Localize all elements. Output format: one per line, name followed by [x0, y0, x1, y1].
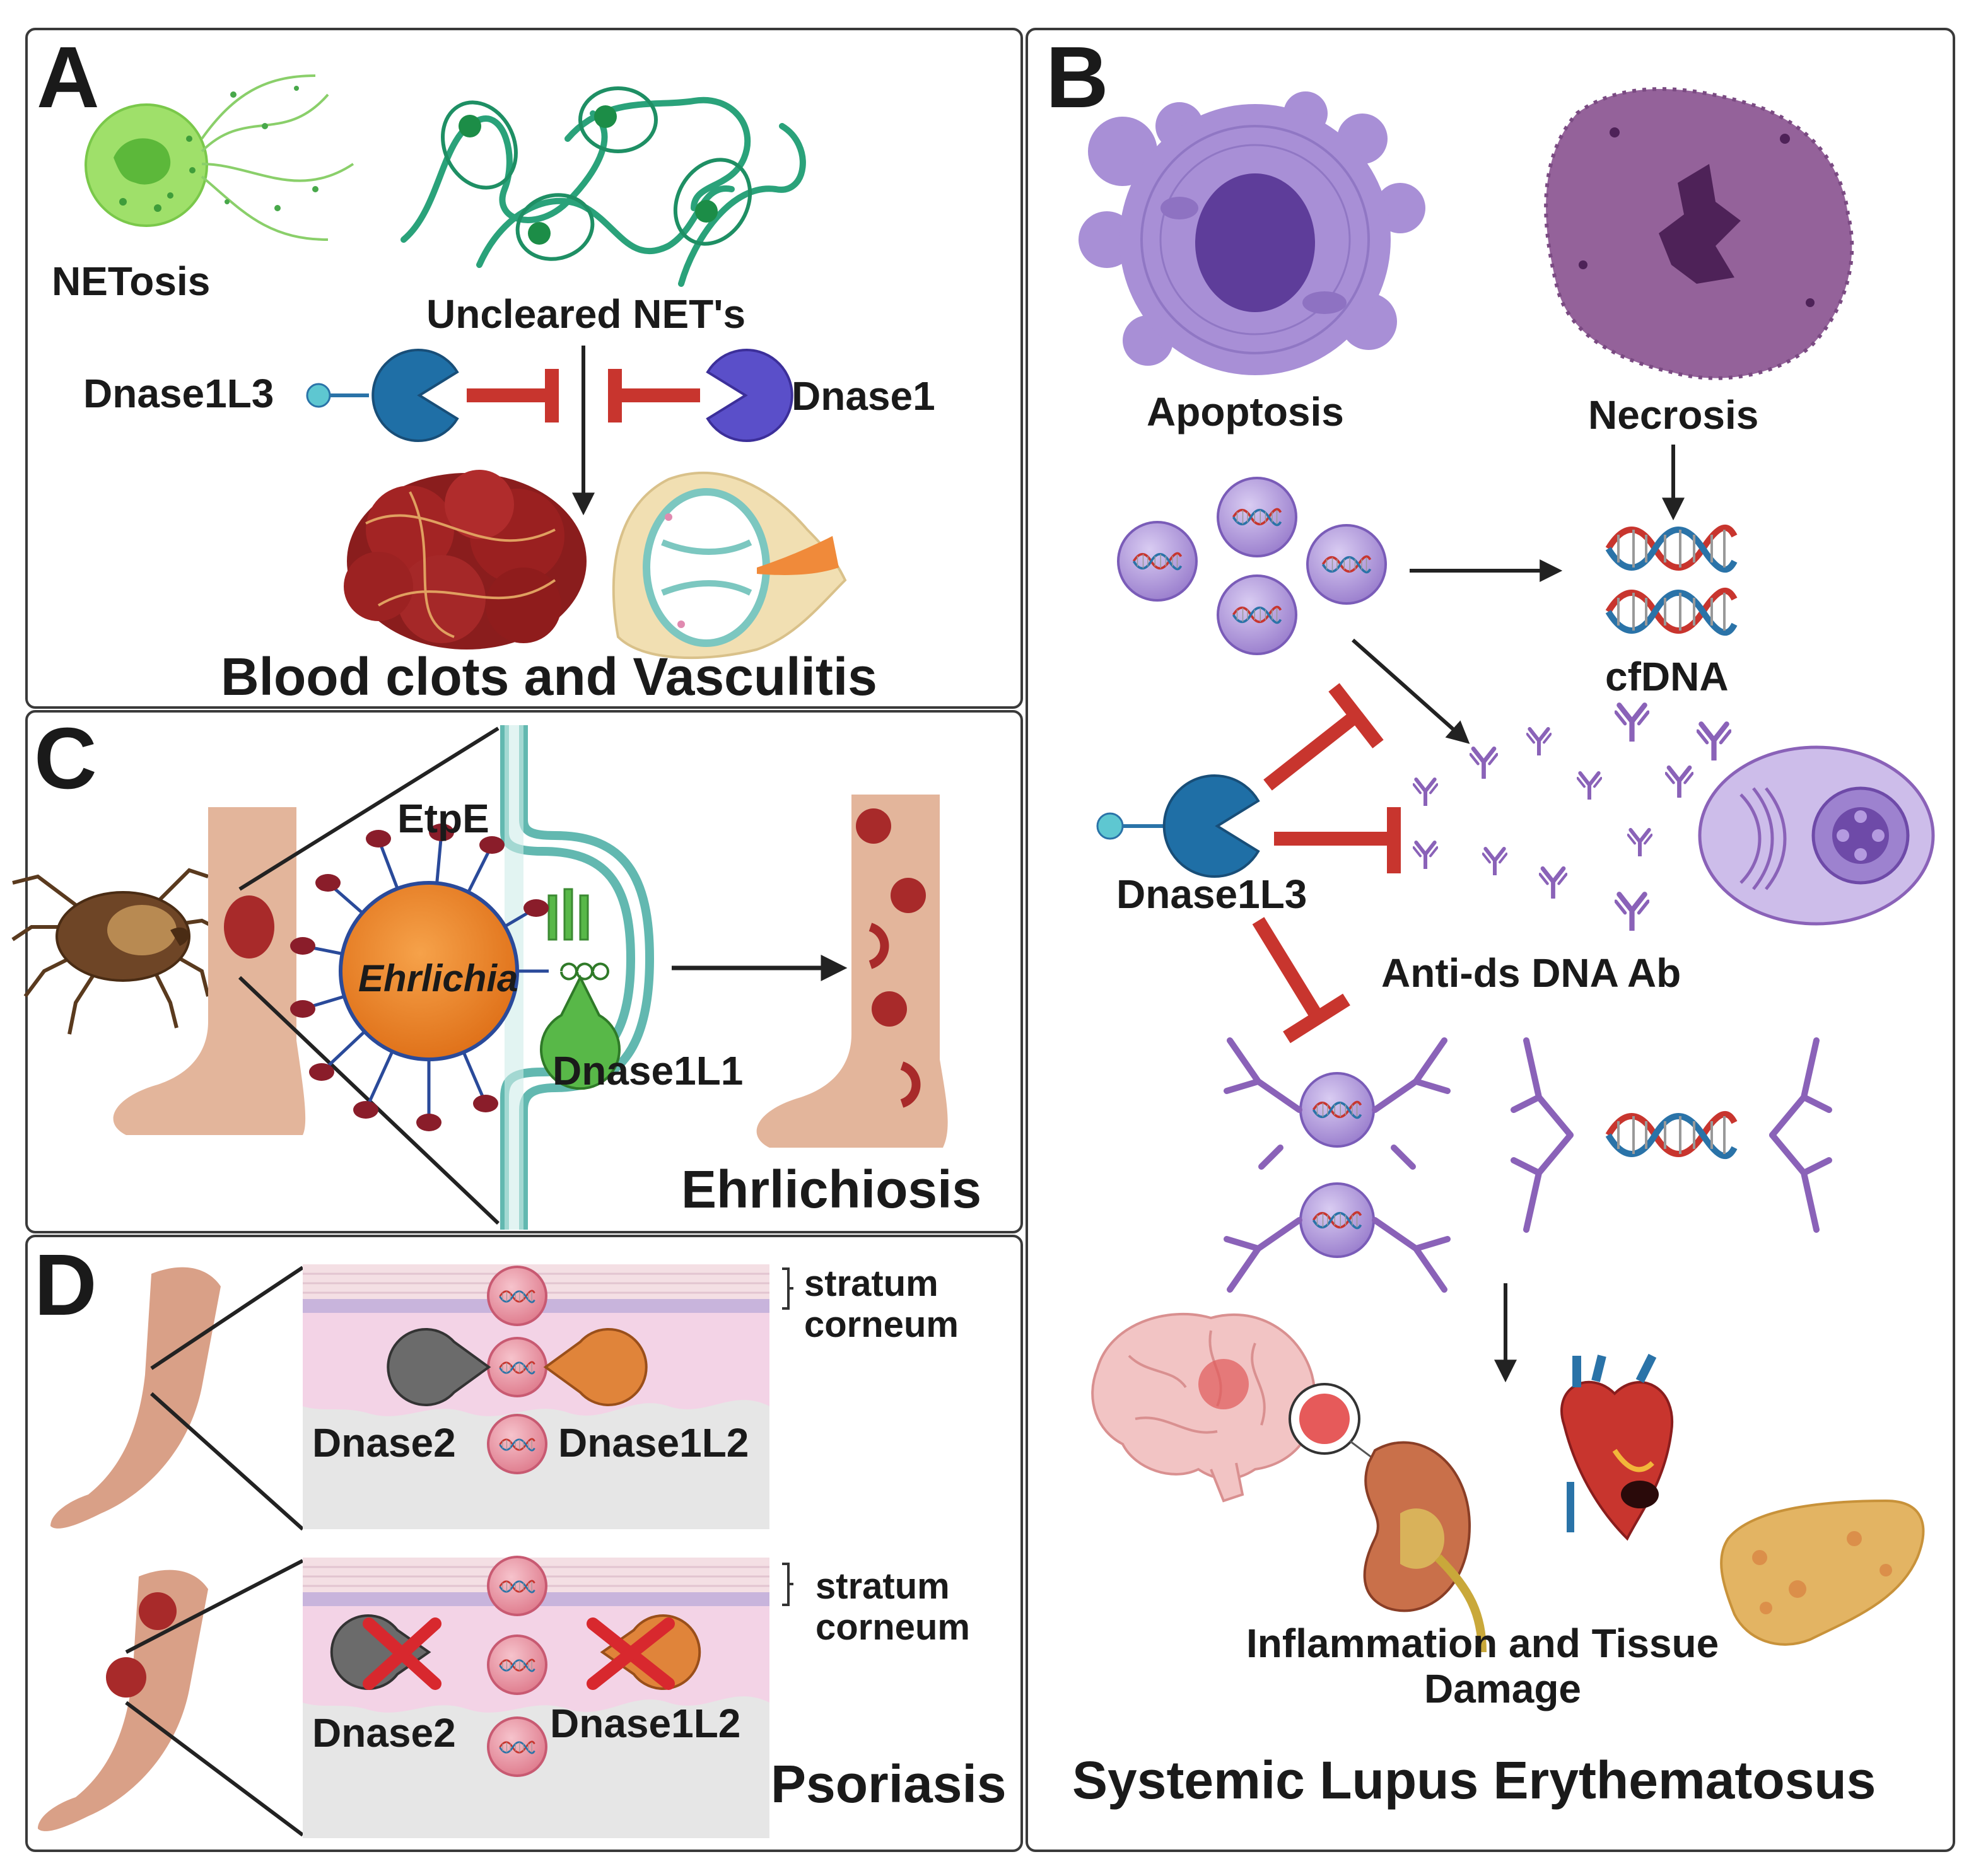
- inhibitor-bar-b-3: [1252, 917, 1350, 1044]
- stratum-label-top-1: stratum: [804, 1263, 938, 1304]
- panel-c-title: Ehrlichiosis: [681, 1160, 981, 1219]
- tick-icon: [11, 868, 216, 1035]
- netosis-label: NETosis: [52, 259, 210, 304]
- inhibitor-bar-dnase1-a: [608, 369, 700, 422]
- dnase1l2-pacman-icon-bottom: [600, 1614, 701, 1690]
- brain-icon: [1091, 1312, 1317, 1503]
- dnase2-label-bottom: Dnase2: [312, 1710, 456, 1756]
- panel-a: A NETosis Uncleared NET's: [25, 28, 1023, 709]
- zoom-line-d1-top: [150, 1266, 304, 1370]
- dnase1l2-pacman-icon-top: [543, 1328, 648, 1406]
- panel-d: D Dnase2 Dnase1L2 stratum corneum: [25, 1235, 1023, 1852]
- apoptosis-label: Apoptosis: [1147, 389, 1344, 434]
- blood-clot-icon: [344, 470, 587, 650]
- inhibitor-bar-b-1: [1263, 683, 1384, 791]
- ehrlichia-label: Ehrlichia: [358, 957, 518, 999]
- panel-d-letter: D: [34, 1237, 97, 1334]
- histone-icon: [459, 105, 718, 245]
- necrosis-label: Necrosis: [1588, 392, 1758, 438]
- kidney-icon: [1289, 1383, 1487, 1653]
- etpe-label: EtpE: [397, 796, 489, 841]
- bracket-top: [782, 1267, 793, 1310]
- inhibitor-bar-b-2: [1274, 807, 1401, 873]
- panel-a-letter: A: [37, 29, 100, 126]
- zoom-line-d2-top: [125, 1559, 304, 1654]
- heart-icon: [1560, 1353, 1674, 1541]
- arm-icon-bottom: [38, 1570, 208, 1831]
- zoom-line-d1-bottom: [149, 1392, 305, 1531]
- x-mark-icon-dnase2: [363, 1617, 441, 1690]
- zoom-line-d2-bottom: [125, 1701, 304, 1837]
- panel-c: C Dnase1L: [11, 710, 1023, 1233]
- arm-icon-top: [50, 1267, 221, 1529]
- neutrophil-icon: [85, 74, 354, 241]
- leg-icon-left: [113, 807, 306, 1135]
- stratum-label-top-2: corneum: [804, 1304, 959, 1345]
- panel-b: B Apoptosis Necrosis: [1026, 28, 1955, 1852]
- liver-icon: [1720, 1499, 1925, 1646]
- stratum-label-bottom-1: stratum: [816, 1566, 950, 1607]
- bracket-bottom: [782, 1563, 793, 1606]
- stratum-label-bottom-2: corneum: [816, 1607, 970, 1648]
- dnase1-label: Dnase1: [792, 373, 935, 419]
- vessel-icon: [612, 471, 847, 660]
- nucleosome-group-b: [1117, 477, 1387, 655]
- inhibitor-bar-dnase1l3-a: [467, 369, 559, 422]
- arrow-to-antibodies: [1352, 638, 1470, 744]
- nucleosome-icon-d-bottom: [487, 1556, 547, 1777]
- uncleared-nets-label: Uncleared NET's: [426, 291, 745, 337]
- zoom-line-top: [238, 726, 500, 891]
- dnase1l1-label: Dnase1L1: [552, 1048, 743, 1093]
- cell-membrane-icon: [500, 725, 655, 1230]
- receptor-icon: [547, 888, 589, 941]
- nucleosome-icon-d-top: [487, 1266, 547, 1474]
- panel-a-title: Blood clots and Vasculitis: [221, 647, 877, 706]
- damage-label-line1: Inflammation and Tissue: [1246, 1621, 1719, 1666]
- dnase1l1-pacman-icon: [540, 962, 621, 1090]
- dnase2-pacman-icon-top: [387, 1328, 491, 1406]
- dnase1l3-enzyme-b: [1096, 774, 1260, 878]
- leg-icon-right: [756, 795, 948, 1148]
- ehrlichia-icon: [290, 824, 549, 1131]
- necrotic-cell-icon: [1544, 87, 1854, 380]
- dnase1l3-label-b: Dnase1L3: [1116, 871, 1307, 917]
- anti-ds-dna-ab-label: Anti-ds DNA Ab: [1381, 950, 1681, 996]
- dnase1l2-label-top: Dnase1L2: [558, 1420, 749, 1465]
- dnase1l3-label-a: Dnase1L3: [83, 371, 274, 416]
- enzyme-pacman-icon: [306, 349, 459, 442]
- apoptotic-cell-icon: [1079, 91, 1425, 375]
- dnase1-pacman-icon: [706, 349, 793, 442]
- cfdna-label: cfDNA: [1605, 654, 1729, 699]
- panel-d-title: Psoriasis: [771, 1754, 1007, 1814]
- dnase2-pacman-icon-bottom: [330, 1614, 431, 1690]
- immune-complex-group: [1224, 1037, 1832, 1293]
- damage-label-line2: Damage: [1424, 1666, 1581, 1711]
- dnase2-label-top: Dnase2: [312, 1420, 456, 1465]
- dnase1l2-label-bottom: Dnase1L2: [550, 1701, 740, 1746]
- panel-b-title: Systemic Lupus Erythematosus: [1072, 1751, 1876, 1810]
- panel-b-letter: B: [1046, 29, 1109, 126]
- plasma-cell-icon: [1698, 745, 1935, 926]
- x-mark-icon-dnase1l2: [587, 1617, 675, 1690]
- panel-c-letter: C: [34, 710, 97, 807]
